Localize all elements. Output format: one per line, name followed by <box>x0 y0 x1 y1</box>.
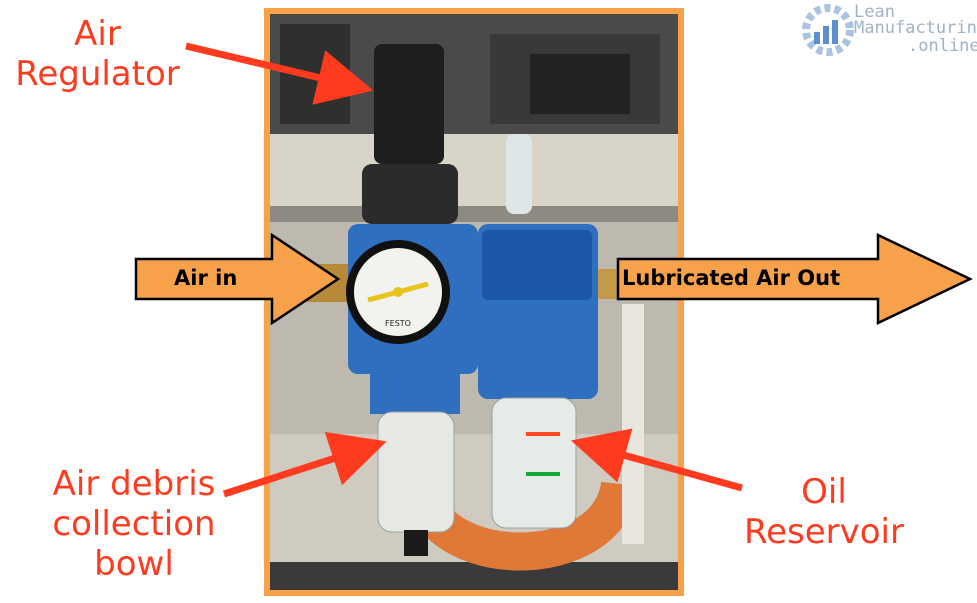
air-regulator-label: Air Regulator <box>15 14 180 94</box>
air-out-arrow-icon <box>616 233 973 325</box>
lean-manufacturing-logo-icon <box>802 4 854 56</box>
oil-reservoir-label: Oil Reservoir <box>744 472 904 552</box>
lubricated-air-out-label: Lubricated Air Out <box>622 266 841 290</box>
logo-text-line1: Lean <box>854 2 895 22</box>
air-in-arrow-icon <box>134 233 341 325</box>
logo-text-line2: Manufacturing <box>854 18 977 38</box>
air-debris-bowl-label: Air debris collection bowl <box>52 464 216 584</box>
air-in-label: Air in <box>174 266 238 290</box>
gauge-brand-label: FESTO <box>385 319 411 328</box>
logo-text-line3: .online <box>908 36 977 56</box>
